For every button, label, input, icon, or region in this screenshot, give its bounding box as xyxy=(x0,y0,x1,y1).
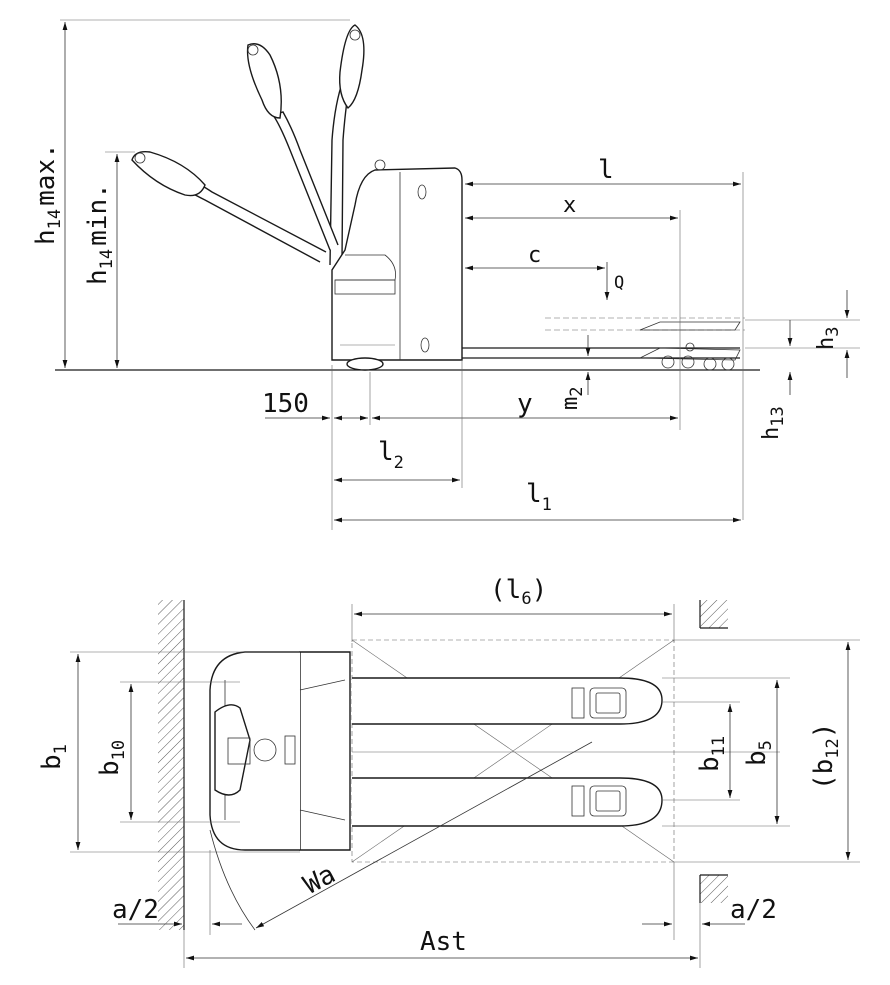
dim-150-y: 150 y xyxy=(262,365,678,530)
dim-l1: l1 xyxy=(334,479,741,523)
h14min-tail: min. xyxy=(83,183,113,246)
b5-sub: 5 xyxy=(756,740,776,750)
wall-left xyxy=(158,600,184,930)
b1-label: b xyxy=(37,754,67,770)
l6-close: ) xyxy=(532,575,548,605)
l1-label: l xyxy=(526,479,542,509)
dim-b12: (b12) xyxy=(674,639,860,863)
fork-upper xyxy=(352,677,663,725)
drive-wheel xyxy=(346,357,384,371)
fork-side xyxy=(462,317,745,371)
wall-right-top xyxy=(700,600,728,628)
dim-c: c Q xyxy=(465,243,624,300)
top-view: (l6) b1 b10 b11 xyxy=(37,575,860,968)
l2-sub: 2 xyxy=(394,453,404,473)
wall-right-bottom xyxy=(700,875,728,903)
h14min-sub: 14 xyxy=(97,249,117,269)
dim-l2: l2 xyxy=(334,360,463,488)
dim-m2: m2 xyxy=(558,335,591,411)
pallet-outline xyxy=(351,639,675,863)
tiller-top xyxy=(214,704,251,796)
svg-text:h14max.: h14 max. xyxy=(31,143,65,245)
side-view: h14max. h14min. xyxy=(31,19,860,530)
m2-label: m xyxy=(558,397,583,410)
truck-chassis xyxy=(331,159,463,371)
dim-b11: b11 xyxy=(662,701,740,801)
dim-l6: (l6) xyxy=(351,575,675,642)
dim-b10: b10 xyxy=(95,681,240,823)
dim-150-label: 150 xyxy=(262,389,309,419)
b10-sub: 10 xyxy=(109,740,129,760)
drive-unit-icon xyxy=(253,738,277,762)
dim-b5: b5 xyxy=(662,677,790,827)
dim-x: x xyxy=(465,193,681,430)
svg-text:b10: b10 xyxy=(95,740,129,776)
l-label: l xyxy=(598,155,614,185)
m2-sub: 2 xyxy=(567,387,587,397)
h3-label: h xyxy=(814,337,839,350)
h13-sub: 13 xyxy=(768,406,788,426)
b10-label: b xyxy=(95,760,125,776)
q-label: Q xyxy=(614,273,624,293)
dim-l: l xyxy=(465,155,744,520)
fork-lower xyxy=(352,777,663,827)
l2-label: l xyxy=(378,437,394,467)
tiller-head-low xyxy=(131,150,206,197)
b12-sub: 12 xyxy=(823,738,843,758)
c-label: c xyxy=(528,243,541,268)
b1-sub: 1 xyxy=(51,744,71,754)
tiller-arms xyxy=(131,24,365,266)
dim-h13: h13 xyxy=(759,320,793,440)
forks-top xyxy=(352,677,780,827)
svg-text:b11: b11 xyxy=(695,736,729,772)
h14min-label: h xyxy=(83,269,113,285)
load-roller xyxy=(661,355,675,369)
svg-text:b1: b1 xyxy=(37,744,71,770)
b5-label: b xyxy=(742,750,772,766)
l6-sub: 6 xyxy=(521,589,531,609)
a2-right-label: a/2 xyxy=(730,895,777,925)
dim-ast: Ast xyxy=(183,903,701,968)
svg-text:l2: l2 xyxy=(378,437,404,473)
h13-label: h xyxy=(759,427,784,440)
tiller-head-upright xyxy=(338,24,365,109)
l1-sub: 1 xyxy=(542,495,552,515)
svg-text:(b12): (b12) xyxy=(809,723,843,790)
svg-text:b5: b5 xyxy=(742,740,776,766)
b12-close: ) xyxy=(809,723,839,739)
svg-text:m2: m2 xyxy=(558,387,587,411)
x-label: x xyxy=(563,193,576,218)
svg-text:h13: h13 xyxy=(759,406,788,440)
ast-label: Ast xyxy=(420,927,467,957)
h14max-label: h xyxy=(31,229,61,245)
dim-a2: a/2 a/2 xyxy=(112,850,777,940)
svg-text:(l6): (l6) xyxy=(490,575,547,609)
tiller-head-mid xyxy=(246,43,282,119)
b11-label: b xyxy=(695,756,725,772)
truck-body-top xyxy=(209,651,351,851)
wa-label: Wa xyxy=(299,859,341,900)
svg-text:h3: h3 xyxy=(814,327,843,351)
h14max-tail: max. xyxy=(31,143,61,206)
dim-b1: b1 xyxy=(37,651,300,853)
b12-label: (b xyxy=(809,759,839,790)
b11-sub: 11 xyxy=(709,736,729,756)
dim-h14-min: h14 min. xyxy=(83,151,135,368)
svg-text:l1: l1 xyxy=(526,479,552,515)
y-label: y xyxy=(517,389,533,419)
l6-label: (l xyxy=(490,575,521,605)
dim-h14-max: h14max. xyxy=(31,19,350,368)
dim-h3: h3 xyxy=(745,290,860,378)
svg-text:h14min.: h14 min. xyxy=(83,183,117,285)
a2-left-label: a/2 xyxy=(112,895,159,925)
h14max-sub: 14 xyxy=(45,209,65,229)
h3-sub: 3 xyxy=(823,327,843,337)
key-switch-icon xyxy=(374,159,386,171)
